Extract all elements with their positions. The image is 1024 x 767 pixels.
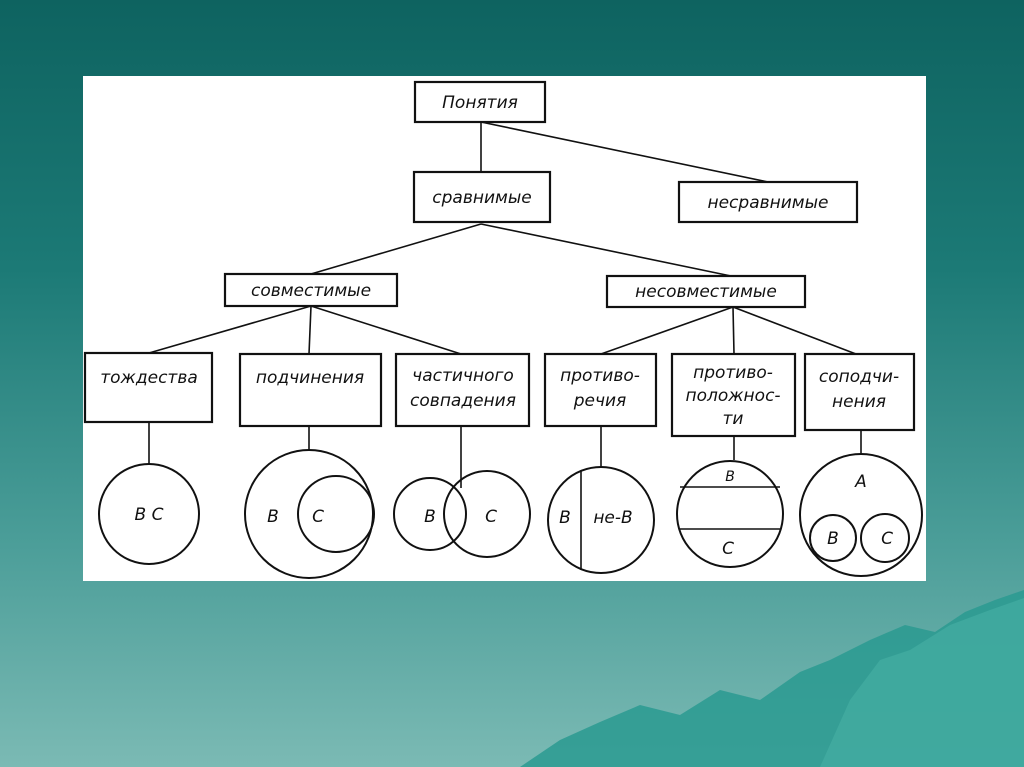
contradiction-node: противо- речия	[543, 352, 658, 428]
cosub-left-label: B	[827, 529, 839, 549]
opposition-label-line1: противо-	[693, 363, 773, 383]
concept-tree-diagram: Понятия сравнимые несравнимые совместимы…	[83, 80, 923, 579]
opposition-label-line3: ти	[723, 409, 744, 429]
partial-label-line2: совпадения	[410, 391, 516, 411]
mountain-highlight	[820, 598, 1024, 767]
compatible-node: совместимые	[223, 272, 399, 308]
comparable-node: сравнимые	[412, 170, 552, 224]
identity-label: тождества	[100, 368, 198, 388]
diagram-panel: Понятия сравнимые несравнимые совместимы…	[83, 76, 926, 581]
opposition-top-label: B	[725, 469, 735, 485]
cosubordination-node: соподчи- нения	[803, 352, 916, 432]
cosub-top-label: A	[854, 472, 867, 492]
contradiction-label-line1: противо-	[560, 366, 640, 386]
cosubordination-label-line1: соподчи-	[819, 367, 899, 387]
root-node: Понятия	[413, 80, 547, 124]
contradiction-left-label: B	[559, 508, 571, 528]
opposition-node: противо- положнос- ти	[670, 352, 797, 438]
partial-label-line1: частичного	[412, 366, 514, 386]
opposition-circle-diagram: B C	[676, 460, 784, 568]
contradiction-label-line2: речия	[573, 391, 627, 411]
incompatible-node: несовместимые	[605, 274, 807, 309]
opposition-bottom-label: C	[722, 539, 734, 559]
partial-overlap-circle-diagram: B C	[393, 470, 531, 558]
compatible-label: совместимые	[251, 281, 371, 301]
subordination-inner-label: C	[312, 507, 324, 527]
subordination-node: подчинения	[238, 352, 383, 428]
subordination-label: подчинения	[256, 368, 364, 388]
comparable-label: сравнимые	[432, 188, 531, 208]
identity-circle-label: B C	[135, 505, 164, 525]
cosub-right-label: C	[881, 529, 893, 549]
identity-circle-diagram: B C	[98, 463, 200, 565]
opposition-label-line2: положнос-	[685, 386, 780, 406]
partial-left-label: B	[424, 507, 436, 527]
contradiction-right-label: не-B	[593, 508, 632, 528]
cosubordination-label-line2: нения	[832, 392, 886, 412]
subordination-circle-diagram: B C	[244, 449, 375, 579]
partial-right-label: C	[485, 507, 497, 527]
contradiction-circle-diagram: B не-B	[547, 466, 655, 574]
incomparable-node: несравнимые	[677, 180, 859, 224]
partial-overlap-node: частичного совпадения	[394, 352, 531, 428]
cosubordination-circle-diagram: A B C	[799, 453, 923, 577]
incompatible-label: несовместимые	[635, 282, 777, 302]
root-label: Понятия	[442, 93, 518, 113]
subordination-outer-label: B	[267, 507, 279, 527]
identity-node: тождества	[83, 351, 214, 424]
connector-lines	[148, 121, 862, 488]
incomparable-label: несравнимые	[707, 193, 828, 213]
